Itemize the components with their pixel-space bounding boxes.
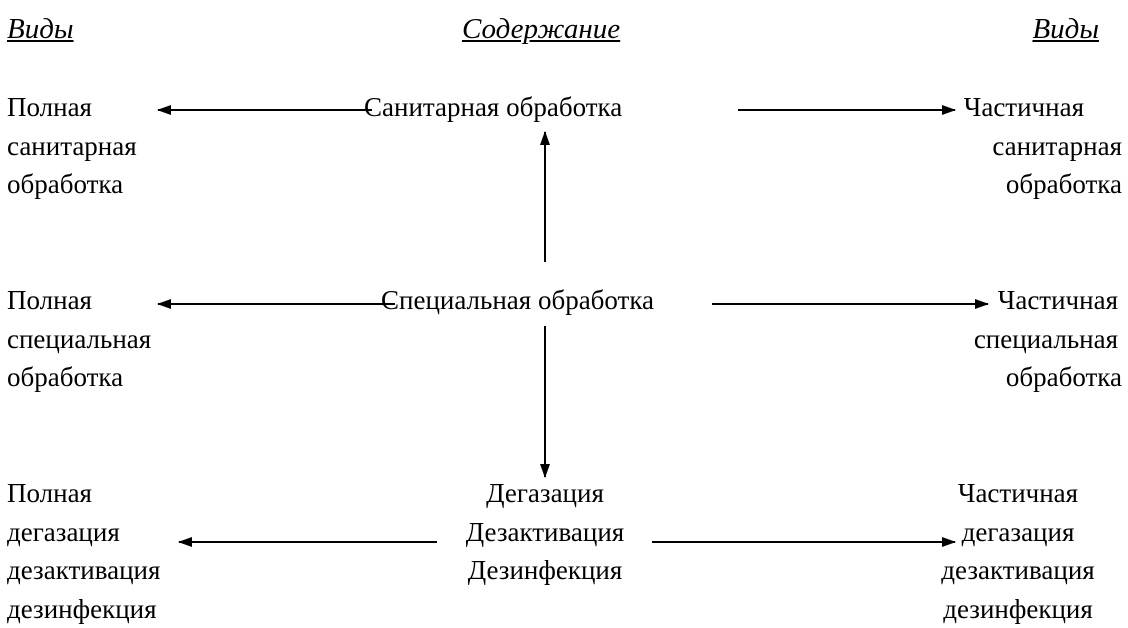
full-degassing-deactivation-disinfection: Полная дегазация дезактивация дезинфекци… <box>7 478 161 624</box>
partial-sanitary-treatment: Частичная санитарная обработка <box>963 92 1122 199</box>
full-special-treatment: Полная специальная обработка <box>7 285 152 392</box>
partial-degassing-deactivation-disinfection: Частичная дегазация дезактивация дезинфе… <box>941 478 1095 624</box>
header-left-types: Виды <box>7 13 74 45</box>
header-center-content: Содержание <box>462 13 621 45</box>
partial-special-treatment: Частичная специальная обработка <box>973 285 1122 392</box>
full-sanitary-treatment: Полная санитарная обработка <box>7 92 137 199</box>
special-treatment: Специальная обработка <box>381 285 655 315</box>
degassing-deactivation-disinfection: Дегазация Дезактивация Дезинфекция <box>465 478 625 585</box>
sanitary-treatment: Санитарная обработка <box>364 92 623 122</box>
header-right-types: Виды <box>1032 13 1099 45</box>
